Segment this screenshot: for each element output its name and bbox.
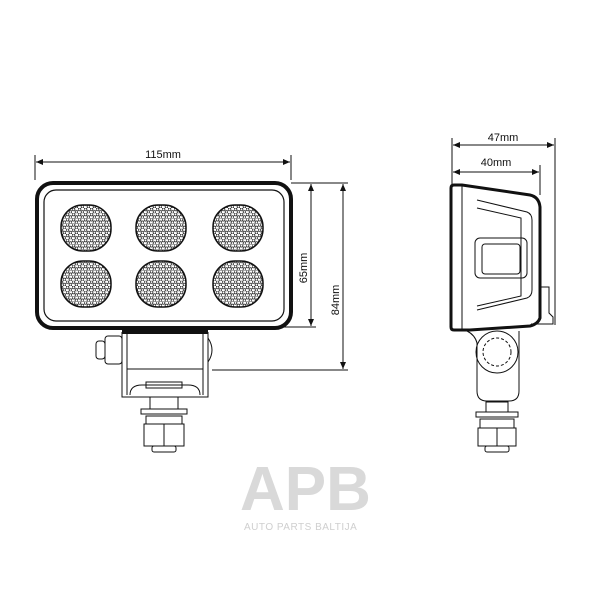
side-bracket [466,330,520,402]
front-view: 115mm 65mm 84mm [34,149,348,453]
led-lens [135,260,187,308]
lens-height-label: 65mm [298,253,310,284]
width-label: 115mm [145,149,181,161]
watermark-logo: APB [240,455,371,524]
pivot-ring [475,330,519,374]
total-depth-label: 47mm [488,132,519,144]
mounting-bracket [95,330,213,453]
body-depth-label: 40mm [481,157,512,169]
side-view: 47mm 40mm [449,132,556,453]
side-housing [449,183,542,332]
watermark: APB AUTO PARTS BALTIJA [240,455,371,533]
front-housing [35,181,293,330]
front-lens [43,189,285,322]
led-lens [135,204,187,252]
led-lens [212,260,264,308]
total-height-label: 84mm [330,285,342,316]
dimension-lines [34,155,348,371]
led-lens [60,260,112,308]
led-array [60,204,264,308]
led-lens [60,204,112,252]
led-lens [212,204,264,252]
side-dimension-lines [451,138,556,325]
watermark-text: AUTO PARTS BALTIJA [244,522,357,533]
side-bolt-nut [104,335,123,365]
